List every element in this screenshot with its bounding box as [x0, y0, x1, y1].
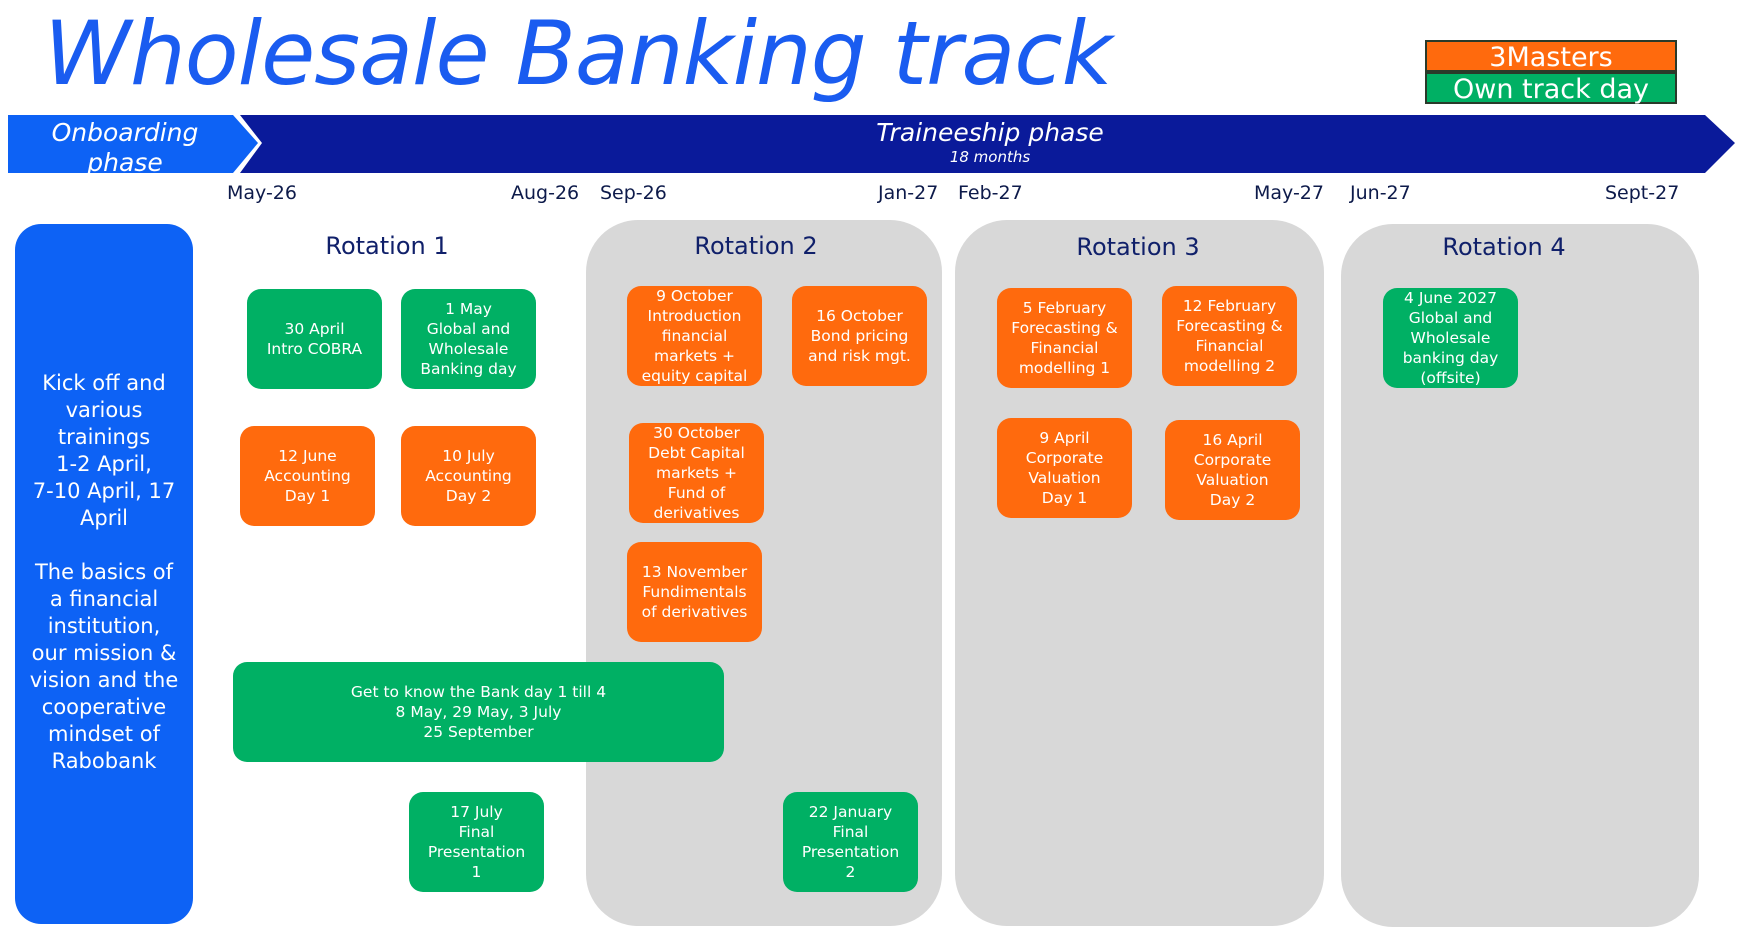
event-global-wholesale-banking-day: 1 May Global and Wholesale Banking day: [401, 289, 536, 389]
event-accounting-day-1: 12 June Accounting Day 1: [240, 426, 375, 526]
event-global-wholesale-banking-day-offsite: 4 June 2027 Global and Wholesale banking…: [1383, 288, 1518, 388]
traineeship-duration: 18 months: [949, 148, 1031, 166]
legend-3masters: 3Masters: [1425, 40, 1677, 73]
event-forecasting-modelling-1: 5 February Forecasting & Financial model…: [997, 288, 1132, 388]
event-forecasting-modelling-2: 12 February Forecasting & Financial mode…: [1162, 286, 1297, 386]
traineeship-arrow: [240, 115, 1735, 173]
rotation-4-title: Rotation 4: [1442, 233, 1566, 261]
onboarding-title: Onboarding phase: [51, 118, 199, 177]
page-title: Wholesale Banking track: [44, 2, 1113, 105]
month-label: Feb-27: [958, 182, 1023, 204]
kickoff-panel: Kick off and various trainings 1-2 April…: [15, 224, 193, 924]
event-accounting-day-2: 10 July Accounting Day 2: [401, 426, 536, 526]
event-get-to-know-the-bank: Get to know the Bank day 1 till 4 8 May,…: [233, 662, 724, 762]
event-final-presentation-1: 17 July Final Presentation 1: [409, 792, 544, 892]
event-final-presentation-2: 22 January Final Presentation 2: [783, 792, 918, 892]
onboarding-arrow: [8, 115, 258, 173]
month-label: Sep-26: [600, 182, 667, 204]
month-label: Aug-26: [511, 182, 580, 204]
event-fundamentals-of-derivatives: 13 November Fundimentals of derivatives: [627, 542, 762, 642]
rotation-3-title: Rotation 3: [1076, 233, 1200, 261]
traineeship-title: Traineeship phase: [876, 118, 1104, 147]
event-debt-capital-markets: 30 October Debt Capital markets + Fund o…: [629, 423, 764, 523]
traineeship-phase-label: Traineeship phase 18 months: [790, 118, 1190, 166]
rotation-1-title: Rotation 1: [325, 232, 449, 260]
rotation-2-title: Rotation 2: [694, 232, 818, 260]
onboarding-duration: 1 month: [93, 178, 157, 196]
event-corporate-valuation-day-1: 9 April Corporate Valuation Day 1: [997, 418, 1132, 518]
legend-own-track-day: Own track day: [1425, 72, 1677, 105]
month-label: Sept-27: [1605, 182, 1680, 204]
month-label: May-27: [1254, 182, 1324, 204]
phase-arrows: [8, 115, 1735, 173]
month-label: Jan-27: [878, 182, 939, 204]
event-bond-pricing: 16 October Bond pricing and risk mgt.: [792, 286, 927, 386]
onboarding-phase-label: Onboarding phase 1 month: [10, 118, 240, 196]
event-corporate-valuation-day-2: 16 April Corporate Valuation Day 2: [1165, 420, 1300, 520]
month-label: May-26: [227, 182, 297, 204]
event-intro-cobra: 30 April Intro COBRA: [247, 289, 382, 389]
event-intro-financial-markets: 9 October Introduction financial markets…: [627, 286, 762, 386]
month-label: Jun-27: [1350, 182, 1411, 204]
